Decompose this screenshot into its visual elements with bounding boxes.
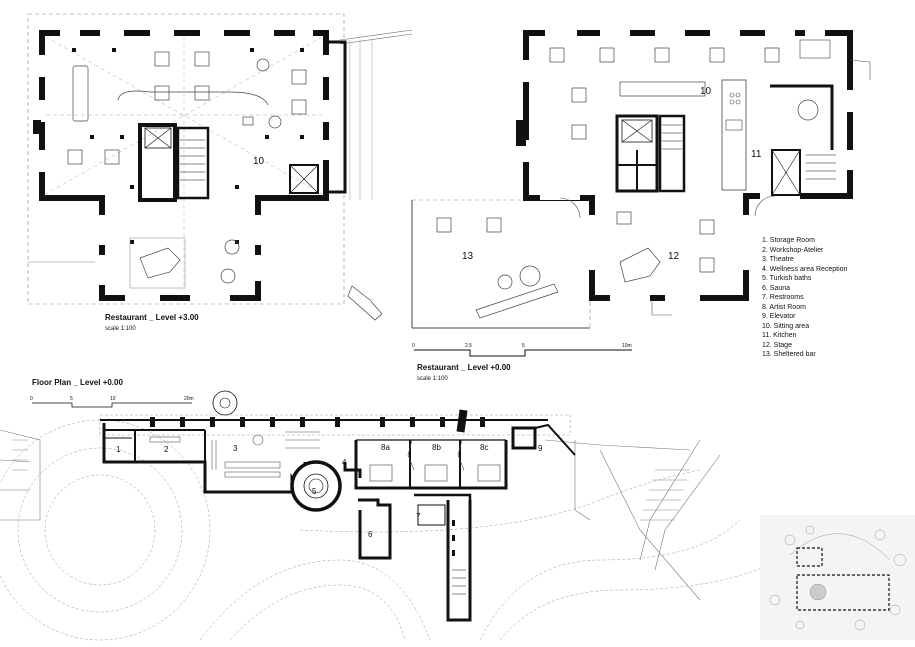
plan-room-8b: 8b — [432, 443, 441, 452]
plan-room-8c: 8c — [480, 443, 488, 452]
legend-item: 11. Kitchen — [762, 332, 797, 339]
restaurant-ground-scale: scale 1:100 — [417, 376, 448, 382]
plan-room-7: 7 — [416, 512, 421, 521]
plan-room-9: 9 — [538, 444, 543, 453]
restaurant-ground-plan: 10 11 12 13 — [347, 29, 871, 329]
ground-room-12: 12 — [668, 251, 680, 262]
legend-item: 7. Restrooms — [762, 294, 804, 301]
restaurant-scale-5: 5 — [522, 343, 525, 349]
restaurant-scale-bar: 0 2.5 5 10m — [412, 343, 632, 357]
legend-item: 4. Wellness area Reception — [762, 265, 848, 273]
floor-scale-20m: 20m — [184, 396, 194, 402]
restaurant-upper-plan: 10 — [27, 13, 413, 305]
restaurant-upper-title: Restaurant _ Level +3.00 — [105, 313, 199, 322]
plan-room-4: 4 — [342, 458, 347, 467]
ground-room-13: 13 — [462, 251, 474, 262]
restaurant-upper-scale: scale 1:100 — [105, 326, 136, 332]
legend-item: 2. Workshop-Atelier — [762, 246, 824, 254]
legend-item: 8. Artist Room — [762, 303, 806, 311]
site-plan-context — [0, 419, 915, 641]
legend-item: 1. Storage Room — [762, 237, 815, 244]
restaurant-scale-10m: 10m — [622, 343, 632, 349]
restaurant-scale-0: 0 — [412, 343, 415, 349]
plan-room-8a: 8a — [381, 443, 390, 452]
ground-room-10: 10 — [700, 86, 712, 97]
floor-scale-10: 10 — [110, 396, 116, 402]
floor-scale-0: 0 — [30, 396, 33, 402]
legend-item: 5. Turkish baths — [762, 275, 812, 282]
legend-item: 3. Theatre — [762, 256, 794, 263]
legend-item: 10. Sitting area — [762, 322, 810, 330]
plan-room-1: 1 — [116, 445, 121, 454]
plan-room-5: 5 — [312, 487, 317, 496]
plan-room-2: 2 — [164, 445, 169, 454]
floor-scale-5: 5 — [70, 396, 73, 402]
room-legend: 1. Storage Room 2. Workshop-Atelier 3. T… — [762, 236, 847, 360]
restaurant-scale-2-5: 2.5 — [465, 343, 472, 349]
legend-item: 9. Elevator — [762, 313, 796, 320]
floor-plan-scale-bar: 0 5 10 20m — [30, 396, 194, 408]
legend-item: 13. Sheltered bar — [762, 351, 816, 358]
plan-room-6: 6 — [368, 530, 373, 539]
plan-room-3: 3 — [233, 444, 238, 453]
floor-plan-title: Floor Plan _ Level +0.00 — [32, 378, 123, 387]
upper-room-10: 10 — [253, 156, 265, 167]
legend-item: 6. Sauna — [762, 284, 791, 292]
restaurant-ground-title: Restaurant _ Level +0.00 — [417, 363, 511, 372]
floor-plan-building: 1 2 3 4 5 6 7 8a 8b 8c 9 — [99, 390, 576, 622]
ground-room-11: 11 — [751, 149, 762, 160]
legend-item: 12. Stage — [762, 341, 792, 349]
